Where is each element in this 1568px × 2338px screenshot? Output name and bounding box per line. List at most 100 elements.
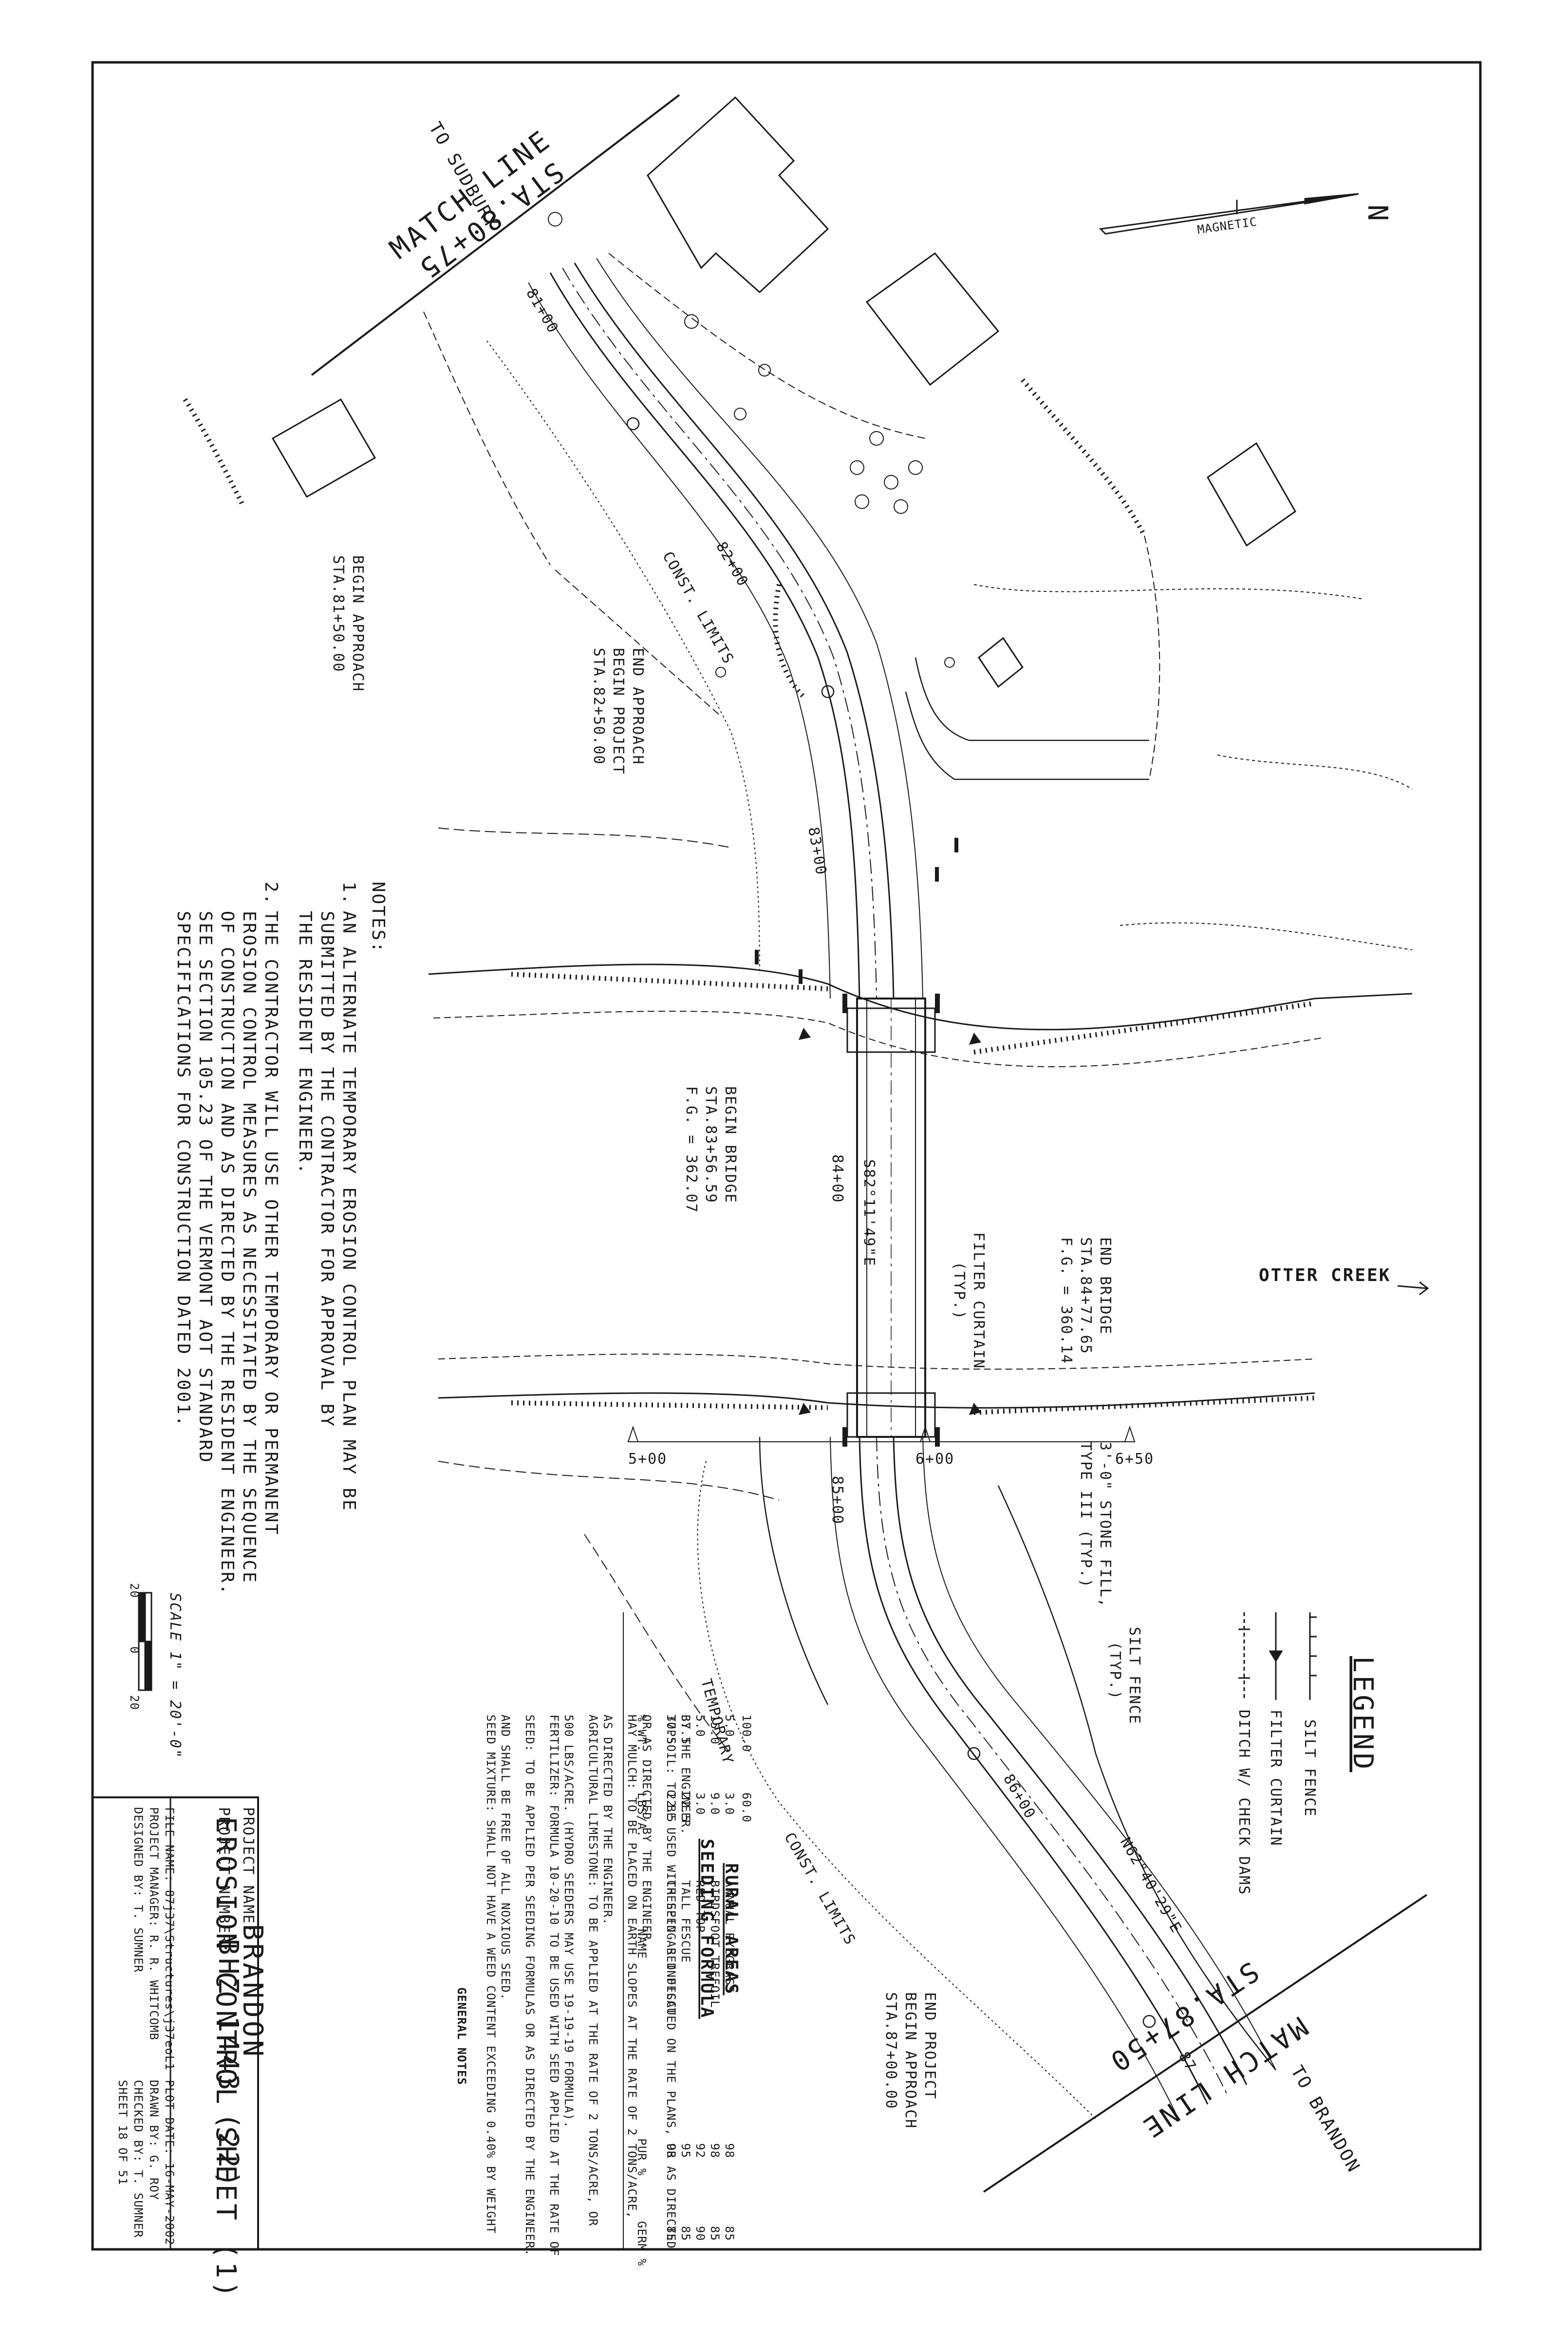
sheet-title: EROSION CONTROL SHEET (1) (210, 1817, 242, 2300)
svg-text:BIRDSFOOT TREFOIL: BIRDSFOOT TREFOIL (708, 1880, 722, 2008)
road-edge-east-b (893, 1436, 1248, 2085)
project-number: BHZ 1443 (22) (212, 1939, 244, 2190)
svg-text:98: 98 (723, 2143, 736, 2158)
creek-bank-south-2 (438, 1354, 1315, 1370)
seeding-row: 15.0 9.0 BIRDSFOOT TREFOIL 98 85 (708, 1715, 722, 2241)
svg-text:85: 85 (679, 2226, 692, 2241)
station-label-85: 85+00 (829, 1476, 846, 1525)
seeding-header-lbs: LBS/A. (635, 1792, 649, 1838)
svg-text:STA.81+50.00: STA.81+50.00 (330, 555, 347, 673)
general-notes-title: GENERAL NOTES (455, 1987, 468, 2085)
terrain-contour-1 (438, 828, 780, 1754)
property-lines (423, 253, 1160, 780)
legend-symbols (1238, 1612, 1317, 1700)
otter-creek-label: OTTER CREEK (1259, 1265, 1391, 1285)
svg-text:85: 85 (708, 2226, 722, 2241)
svg-text:STA.87+00.00: STA.87+00.00 (882, 1992, 899, 2110)
file-name: FILE NAME: 87j37\Structures\j37eoL1 (163, 1807, 176, 2071)
svg-text:AS DIRECTED BY THE ENGINEER.: AS DIRECTED BY THE ENGINEER. (601, 1715, 615, 1925)
legend-item-filter-curtain: FILTER CURTAIN (1267, 1710, 1284, 1847)
seeding-row: 37.5 22.5 TALL FESCUE 95 85 (679, 1715, 692, 2241)
svg-text:15.0: 15.0 (708, 1715, 722, 1745)
creek-bank-north-2 (433, 1011, 1325, 1067)
svg-text:THE CONTRACTOR WILL USE OTHER: THE CONTRACTOR WILL USE OTHER TEMPORARY … (261, 911, 281, 1536)
creek-bank-north (428, 963, 1413, 1031)
north-arrow-icon (1099, 193, 1359, 235)
tree-line-north (973, 584, 1413, 950)
svg-text:AN ALTERNATE TEMPORARY EROSION: AN ALTERNATE TEMPORARY EROSION CONTROL P… (339, 911, 359, 1512)
svg-text:EROSION CONTROL MEASURES AS NE: EROSION CONTROL MEASURES AS NECESSITATED… (239, 911, 259, 1584)
svg-text:BEGIN PROJECT: BEGIN PROJECT (610, 648, 627, 775)
svg-text:FILTER CURTAIN: FILTER CURTAIN (970, 1232, 987, 1369)
plan-drawing (138, 94, 1428, 2250)
callout-stone-fill: 3'-0" STONE FILL, TYPE III (TYP.) (1077, 1442, 1114, 1608)
road-shoulder-east-a (830, 1436, 1179, 2119)
svg-text:SPECIFICATIONS FOR CONSTRUCTIO: SPECIFICATIONS FOR CONSTRUCTION DATED 20… (173, 911, 193, 1428)
sheet-border (91, 61, 1482, 2251)
svg-text:37.5: 37.5 (664, 1715, 678, 1745)
creek-flow-arrow-icon (1397, 1281, 1429, 1296)
legend-item-silt-fence: SILT FENCE (1301, 1719, 1318, 1817)
svg-text:SILT FENCE: SILT FENCE (1126, 1627, 1143, 1725)
scale-left: 20 (128, 1583, 141, 1598)
svg-text:9.0: 9.0 (708, 1792, 722, 1815)
callout-filter-curtain: FILTER CURTAIN (TYP.) (951, 1232, 987, 1369)
svg-text:3'-0" STONE FILL,: 3'-0" STONE FILL, (1097, 1442, 1114, 1608)
road-shoulder-west-a (528, 282, 831, 999)
svg-text:100.0: 100.0 (740, 1715, 753, 1752)
offset-label-6-00: 6+00 (915, 1451, 954, 1468)
svg-text:THE RESIDENT ENGINEER.: THE RESIDENT ENGINEER. (295, 911, 315, 1175)
general-notes: GENERAL NOTES SEED MIXTURE: SHALL NOT HA… (455, 1715, 692, 2256)
svg-text:BY THE ENGINEER.: BY THE ENGINEER. (679, 1715, 692, 1835)
silt-fence-line-west (759, 1436, 829, 1705)
trees (548, 212, 955, 678)
const-limits-label-2: CONST. LIMITS (781, 1830, 859, 1948)
station-label-87: 87 (1175, 2049, 1199, 2074)
callout-begin-approach: BEGIN APPROACH STA.81+50.00 (330, 555, 366, 692)
road-centerline-east (876, 1436, 1228, 2095)
svg-text:SUBMITTED BY THE CONTRACTOR FO: SUBMITTED BY THE CONTRACTOR FOR APPROVAL… (317, 911, 337, 1428)
seeding-header-pur: PUR % (635, 2138, 649, 2176)
svg-text:3.0: 3.0 (723, 1792, 736, 1815)
svg-text:STA.82+50.00: STA.82+50.00 (590, 648, 607, 765)
svg-text:85: 85 (664, 2226, 678, 2241)
svg-text:RED TOP: RED TOP (693, 1880, 707, 1933)
project-manager: PROJECT MANAGER: R. R. WHITCOMB (147, 1807, 161, 2040)
seeding-totals: 100.0 60.0 (740, 1715, 753, 1823)
road-shoulder-west-b (596, 258, 923, 999)
seeding-row: 37.5 22.5 CREEPING RED FESCUE 98 85 (664, 1715, 678, 2241)
legend-block: LEGEND (1347, 1656, 1379, 1772)
svg-text:BEGIN APPROACH: BEGIN APPROACH (349, 555, 366, 692)
scale-bar (138, 1592, 152, 1691)
project-number-label: PROJECT NUMBER: (215, 1807, 232, 1954)
seeding-row: 5.0 3.0 RED TOP 92 90 (693, 1715, 707, 2241)
checked-by: CHECKED BY: T. SUMNER (131, 2080, 145, 2238)
project-name: BRANDON (237, 1924, 268, 2059)
offset-label-6-50: 6+50 (1115, 1451, 1154, 1468)
station-label-81: 81+00 (523, 286, 561, 337)
svg-text:CREEPING RED FESCUE: CREEPING RED FESCUE (664, 1880, 678, 2023)
legend-title: LEGEND (1347, 1656, 1379, 1772)
title-block: PROJECT NAME: BRANDON PROJECT NUMBER: BH… (212, 1807, 268, 2190)
designed-by: DESIGNED BY: T. SUMNER (131, 1807, 145, 1973)
svg-text:37.5: 37.5 (679, 1715, 692, 1745)
svg-text:END APPROACH: END APPROACH (629, 648, 646, 765)
title-block-frame (92, 1796, 259, 2250)
creek-bank-south (438, 1392, 1315, 1409)
road-shoulder-east-b (922, 1436, 1276, 2071)
svg-text:92: 92 (693, 2143, 707, 2158)
svg-text:22.5: 22.5 (679, 1792, 692, 1823)
silt-fence-line-east (997, 1485, 1276, 2071)
callout-end-project: END PROJECT BEGIN APPROACH STA.87+00.00 (882, 1992, 938, 2129)
svg-text:TOPSOIL: TO BE USED WITH SEED: TOPSOIL: TO BE USED WITH SEED AS INDICAT… (664, 1715, 678, 2249)
svg-text:ANNUAL RYEGRASS: ANNUAL RYEGRASS (723, 1880, 736, 1993)
road-edge-east-a (859, 1436, 1209, 2105)
notes-block: NOTES: 1. AN ALTERNATE TEMPORARY EROSION… (173, 882, 388, 1596)
svg-text:AND SHALL BE FREE OF ALL NOXIO: AND SHALL BE FREE OF ALL NOXIOUS SEED. (499, 1715, 512, 2000)
svg-text:1.: 1. (339, 882, 359, 905)
stone-fill-marks (755, 838, 981, 1447)
seeding-title-2: RURAL AREAS (721, 1863, 741, 1995)
svg-text:SEED MIXTURE: SHALL NOT HAVE A: SEED MIXTURE: SHALL NOT HAVE A WEED CONT… (484, 1715, 498, 2234)
sheet-number: SHEET 18 OF 51 (116, 2080, 130, 2185)
to-brandon-label: TO BRANDON (1287, 2062, 1364, 2176)
